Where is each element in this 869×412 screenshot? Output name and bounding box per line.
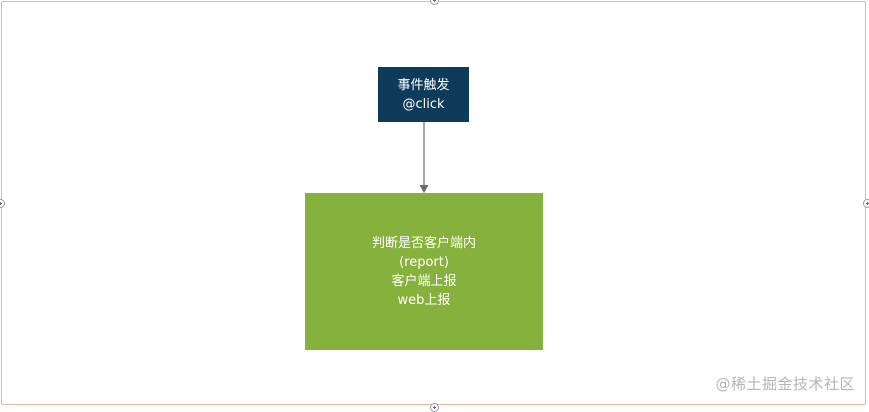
node-event-trigger-line-2: @click	[402, 96, 445, 112]
node-judge-client[interactable]: 判断是否客户端内 (report) 客户端上报 web上报	[305, 193, 543, 350]
node-judge-client-line-4: web上报	[397, 292, 451, 308]
resize-handle-left[interactable]	[0, 199, 5, 208]
node-judge-client-line-1: 判断是否客户端内	[371, 235, 476, 251]
node-event-trigger[interactable]: 事件触发 @click	[378, 67, 469, 122]
resize-handle-right[interactable]	[863, 199, 869, 208]
watermark: @稀土掘金技术社区	[715, 375, 855, 393]
resize-handle-top[interactable]	[430, 0, 439, 5]
node-judge-client-line-2: (report)	[399, 254, 449, 270]
node-event-trigger-line-1: 事件触发	[397, 77, 450, 93]
node-judge-client-line-3: 客户端上报	[391, 273, 457, 289]
edge-arrowhead	[419, 185, 429, 193]
